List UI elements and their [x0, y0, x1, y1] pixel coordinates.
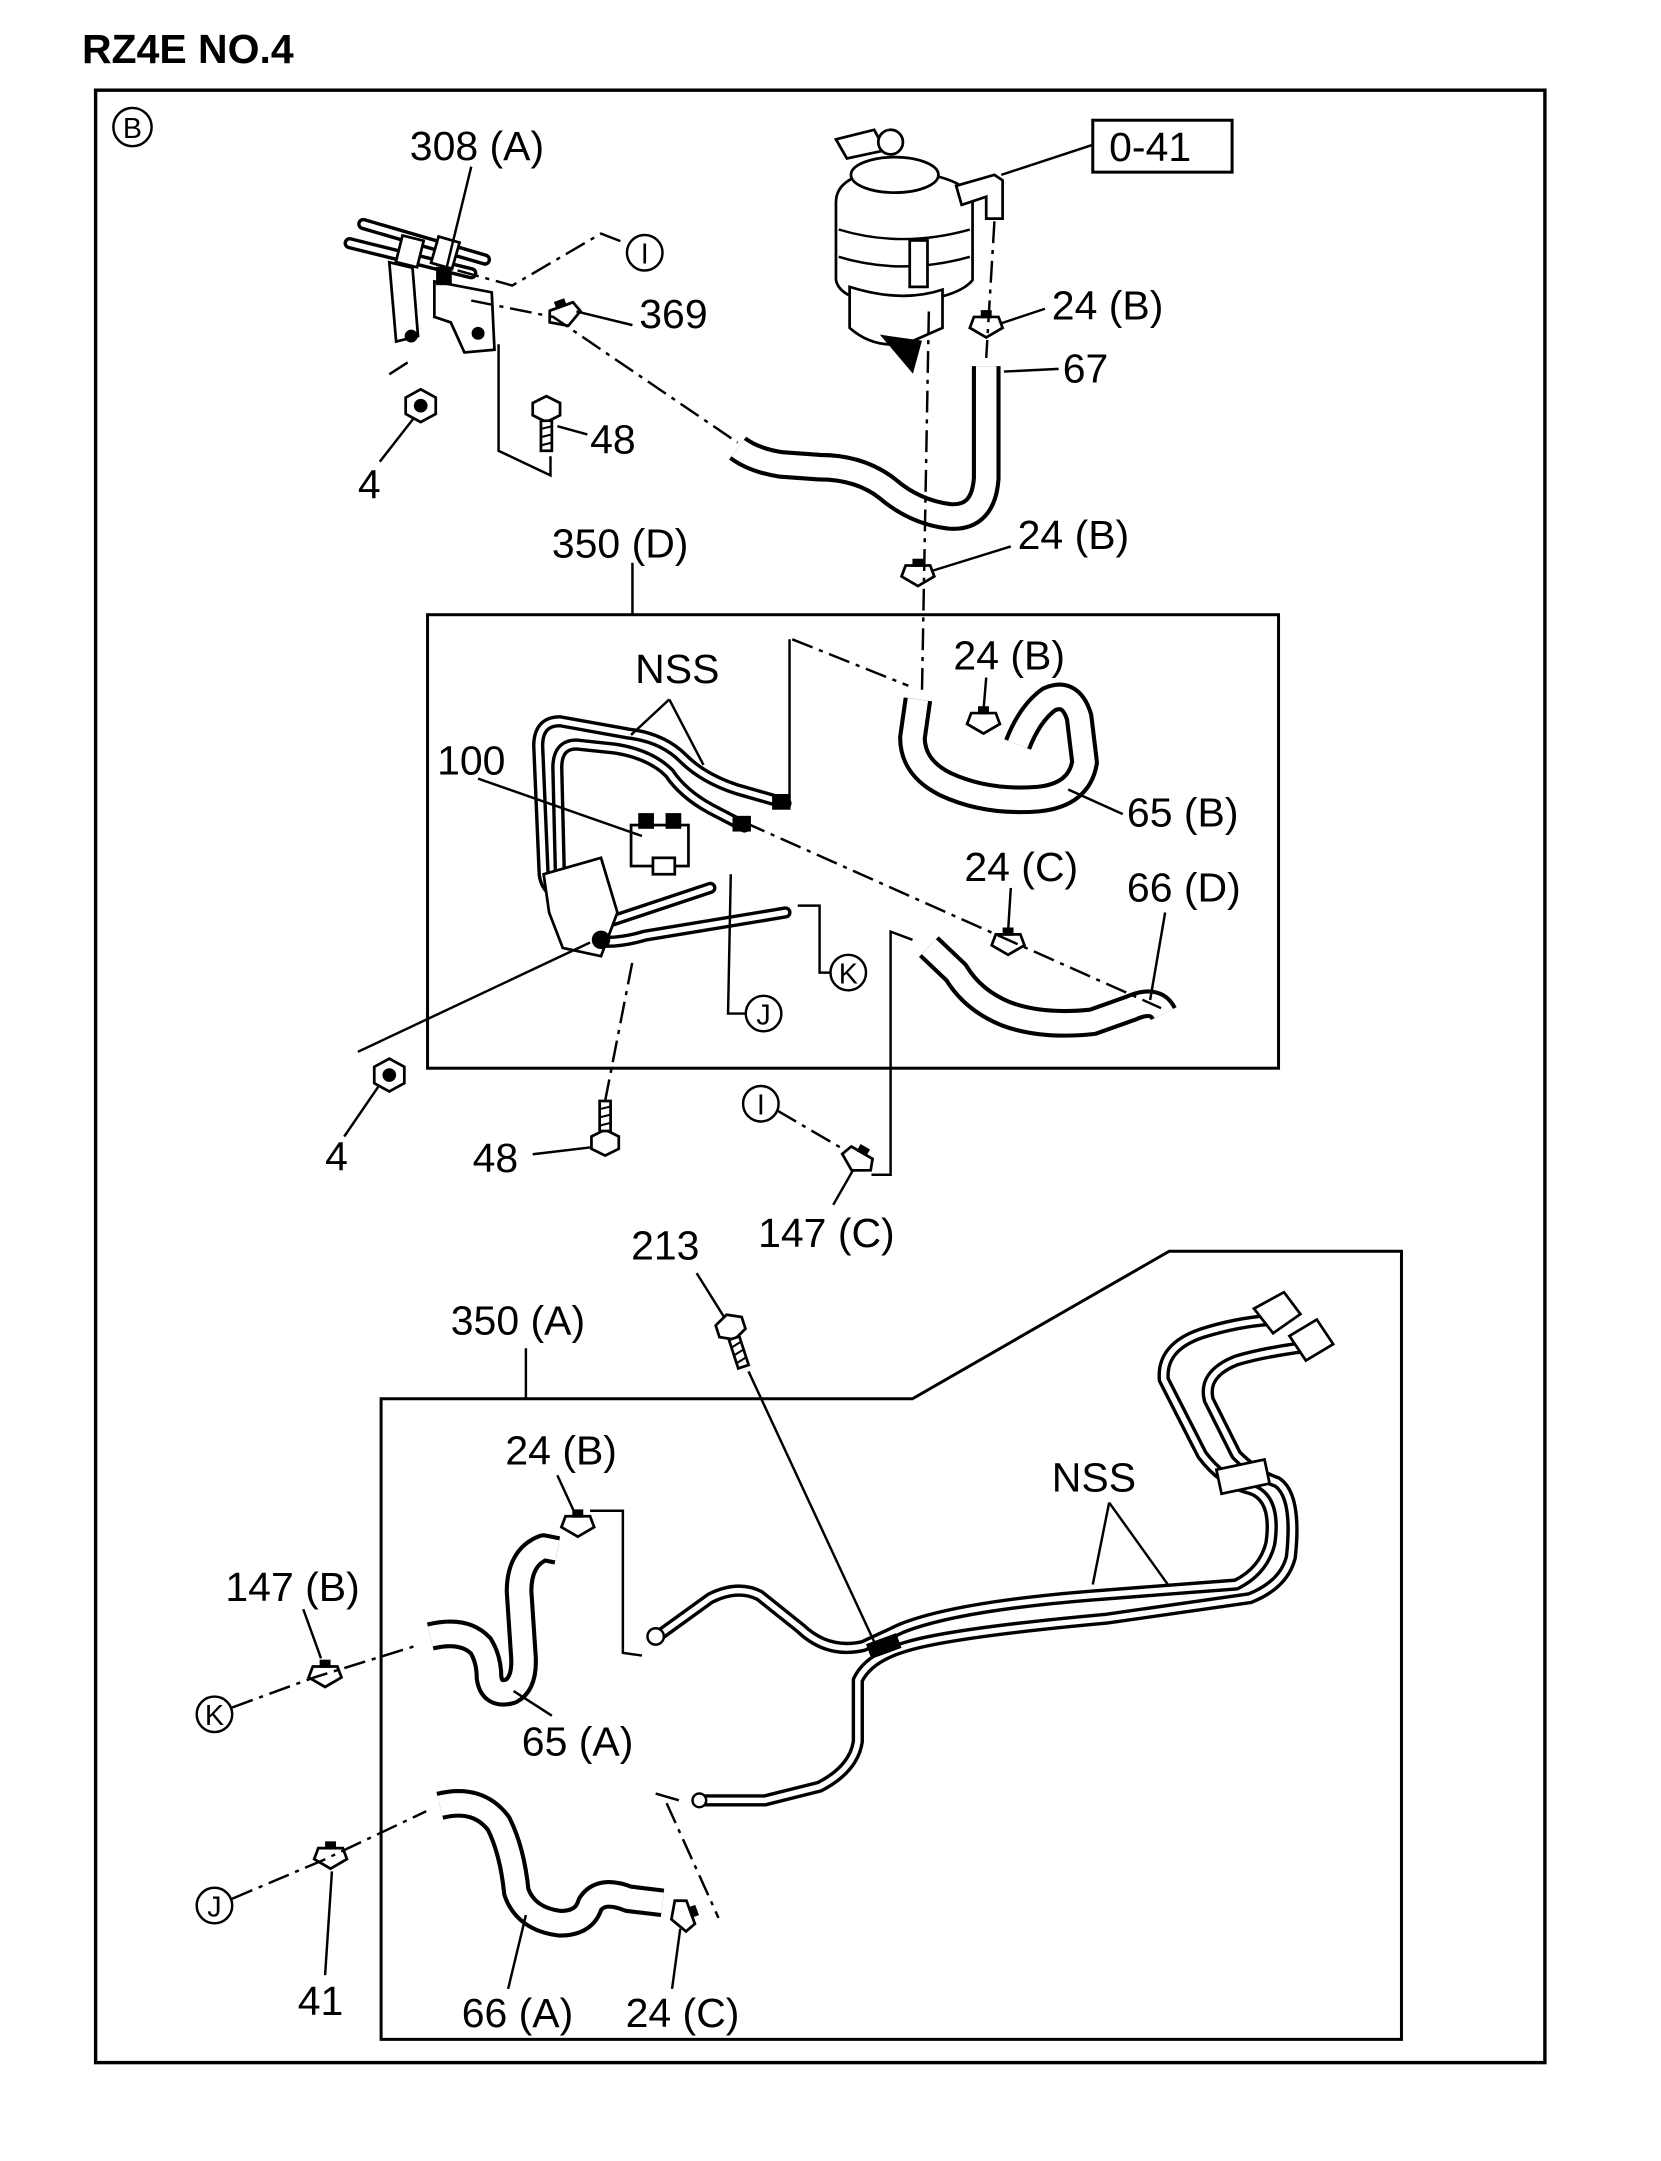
connector-i-top: I — [625, 233, 664, 272]
bolt-48-top — [531, 394, 562, 453]
label-24b-2: 24 (B) — [1018, 512, 1130, 558]
label-100: 100 — [437, 738, 505, 784]
pipe-assembly-nss-a — [646, 1290, 1336, 1809]
clip-24c-lower — [664, 1893, 705, 1937]
label-147b: 147 (B) — [225, 1564, 359, 1610]
label-4-mid: 4 — [325, 1134, 348, 1180]
label-48-top: 48 — [590, 417, 636, 463]
hose-66a — [440, 1803, 663, 1923]
box-350a — [379, 1249, 1403, 2041]
label-nss-2: NSS — [1052, 1455, 1136, 1501]
clip-41 — [312, 1839, 349, 1871]
connector-i-mid: I — [741, 1084, 780, 1123]
connector-j-mid: J — [744, 994, 783, 1033]
label-24c-2: 24 (C) — [626, 1990, 740, 2036]
connector-pipes-308a — [343, 217, 492, 286]
lower-leader-lines — [231, 1272, 1169, 1990]
pipe-assembly-nss-d — [538, 721, 789, 958]
connector-j-bottom-letter: J — [207, 1891, 221, 1923]
label-350a: 350 (A) — [451, 1298, 585, 1344]
hose-65a — [430, 1548, 557, 1693]
label-24b-1: 24 (B) — [1052, 283, 1164, 329]
hose-67 — [738, 366, 987, 516]
top-leader-lines — [378, 143, 1094, 690]
connector-i-top-letter: I — [641, 239, 649, 271]
label-65a: 65 (A) — [522, 1718, 634, 1764]
clip-24b-lower — [560, 1508, 596, 1539]
label-nss-1: NSS — [635, 646, 719, 692]
connector-j-bottom: J — [195, 1886, 234, 1925]
view-marker-letter: B — [123, 113, 142, 145]
mid-leader-lines — [343, 638, 1167, 1206]
view-marker: B — [112, 106, 153, 148]
reference-box: 0-41 — [1091, 118, 1234, 174]
label-24b-4: 24 (B) — [505, 1427, 617, 1473]
diagram-frame — [93, 88, 1547, 2065]
connector-k-bottom-letter: K — [205, 1700, 224, 1732]
label-67: 67 — [1063, 345, 1109, 391]
connector-308a — [387, 260, 496, 354]
connector-k-mid-letter: K — [839, 959, 858, 991]
clip-24b-filter — [968, 308, 1004, 339]
label-350d: 350 (D) — [552, 520, 689, 566]
bolt-213 — [712, 1309, 758, 1373]
label-4-top: 4 — [358, 462, 381, 508]
label-41: 41 — [298, 1978, 344, 2024]
label-24b-3: 24 (B) — [953, 632, 1065, 678]
label-147c: 147 (C) — [758, 1210, 895, 1256]
sensor-100 — [629, 813, 690, 876]
label-369: 369 — [639, 291, 707, 337]
page-title: RZ4E NO.4 — [82, 26, 294, 72]
nut-4-top — [404, 387, 438, 424]
reference-box-label: 0-41 — [1109, 124, 1191, 170]
label-65b: 65 (B) — [1127, 789, 1239, 835]
label-66a: 66 (A) — [462, 1990, 574, 2036]
connector-k-mid: K — [829, 953, 868, 992]
connector-j-mid-letter: J — [756, 999, 770, 1031]
label-24c-1: 24 (C) — [964, 844, 1078, 890]
hose-65b — [912, 697, 1084, 800]
bolt-48-mid — [590, 1099, 621, 1157]
box-350d — [426, 613, 1281, 1070]
label-66d: 66 (D) — [1127, 865, 1241, 911]
nut-4-mid — [372, 1057, 406, 1093]
label-213: 213 — [631, 1222, 699, 1268]
label-48-mid: 48 — [473, 1135, 519, 1181]
clip-147c — [836, 1137, 881, 1180]
label-308a: 308 (A) — [410, 123, 544, 169]
connector-i-mid-letter: I — [757, 1090, 765, 1122]
fuel-filter-assembly — [833, 128, 1004, 374]
connector-k-bottom: K — [195, 1695, 234, 1734]
clip-24b-hose — [900, 557, 936, 588]
